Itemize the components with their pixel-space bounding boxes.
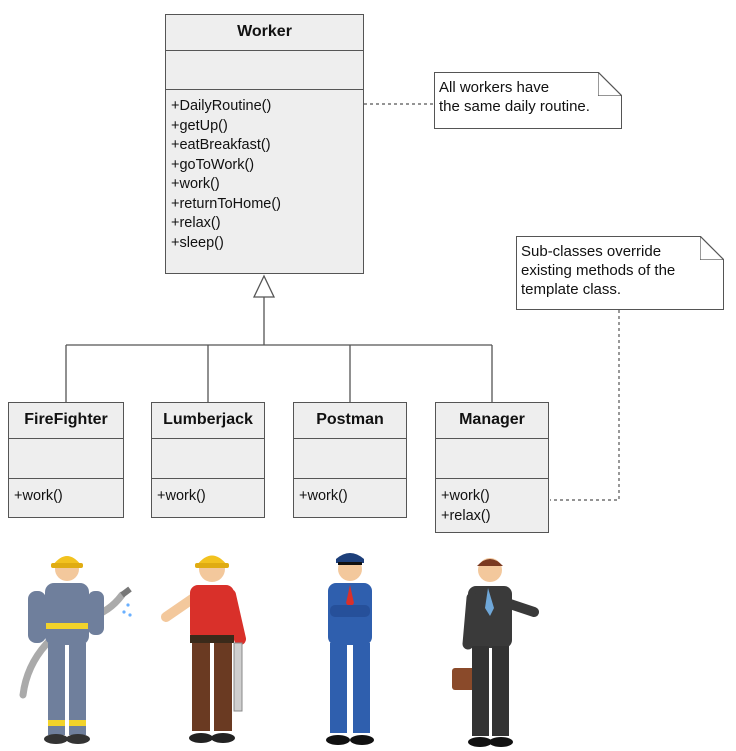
note-fold-corner bbox=[700, 236, 724, 260]
postman-attributes bbox=[294, 439, 406, 479]
worker-operations: +DailyRoutine() +getUp() +eatBreakfast()… bbox=[166, 90, 363, 253]
postman-class-name: Postman bbox=[294, 403, 406, 439]
lumberjack-figure bbox=[161, 555, 246, 743]
lumberjack-operations: +work() bbox=[152, 479, 264, 507]
postman-method: +work() bbox=[299, 488, 348, 504]
worker-attributes bbox=[166, 51, 363, 90]
lumberjack-class-name: Lumberjack bbox=[152, 403, 264, 439]
note-override-line: existing methods of the bbox=[521, 262, 676, 279]
postman-operations: +work() bbox=[294, 479, 406, 507]
manager-figure bbox=[452, 558, 539, 747]
firefighter-operations: +work() bbox=[9, 479, 123, 507]
firefighter-method: +work() bbox=[14, 488, 63, 504]
worker-method: +sleep() bbox=[171, 234, 224, 251]
firefighter-class-name: FireFighter bbox=[9, 403, 123, 439]
worker-method: +work() bbox=[171, 176, 220, 192]
note-routine: All workers have the same daily routine. bbox=[434, 72, 622, 129]
worker-method: +returnToHome() bbox=[171, 195, 281, 212]
worker-class-name: Worker bbox=[166, 15, 363, 51]
manager-operations: +work() +relax() bbox=[436, 479, 548, 526]
worker-method: +goToWork() bbox=[171, 156, 255, 173]
lumberjack-method: +work() bbox=[157, 488, 206, 504]
lumberjack-attributes bbox=[152, 439, 264, 479]
postman-class: Postman +work() bbox=[293, 402, 407, 518]
note-routine-line: All workers have bbox=[439, 79, 550, 96]
manager-class: Manager +work() +relax() bbox=[435, 402, 549, 533]
worker-method: +getUp() bbox=[171, 117, 228, 134]
manager-class-name: Manager bbox=[436, 403, 548, 439]
note-routine-line: the same daily routine. bbox=[439, 98, 590, 115]
firefighter-figure bbox=[19, 556, 132, 744]
note-fold-corner bbox=[598, 72, 622, 96]
note-override-anchor bbox=[550, 310, 620, 501]
manager-attributes bbox=[436, 439, 548, 479]
manager-method: +work() bbox=[441, 488, 490, 504]
firefighter-attributes bbox=[9, 439, 123, 479]
firefighter-class: FireFighter +work() bbox=[8, 402, 124, 518]
worker-method: +relax() bbox=[171, 215, 221, 231]
manager-method: +relax() bbox=[441, 507, 491, 524]
worker-method: +DailyRoutine() bbox=[171, 98, 272, 114]
worker-method: +eatBreakfast() bbox=[171, 137, 271, 153]
postman-figure bbox=[326, 553, 374, 745]
note-override: Sub-classes override existing methods of… bbox=[516, 236, 724, 310]
generalization-arrowhead bbox=[252, 274, 276, 298]
note-override-line: template class. bbox=[521, 281, 622, 298]
worker-class: Worker +DailyRoutine() +getUp() +eatBrea… bbox=[165, 14, 364, 274]
note-override-line: Sub-classes override bbox=[521, 243, 662, 260]
lumberjack-class: Lumberjack +work() bbox=[151, 402, 265, 518]
